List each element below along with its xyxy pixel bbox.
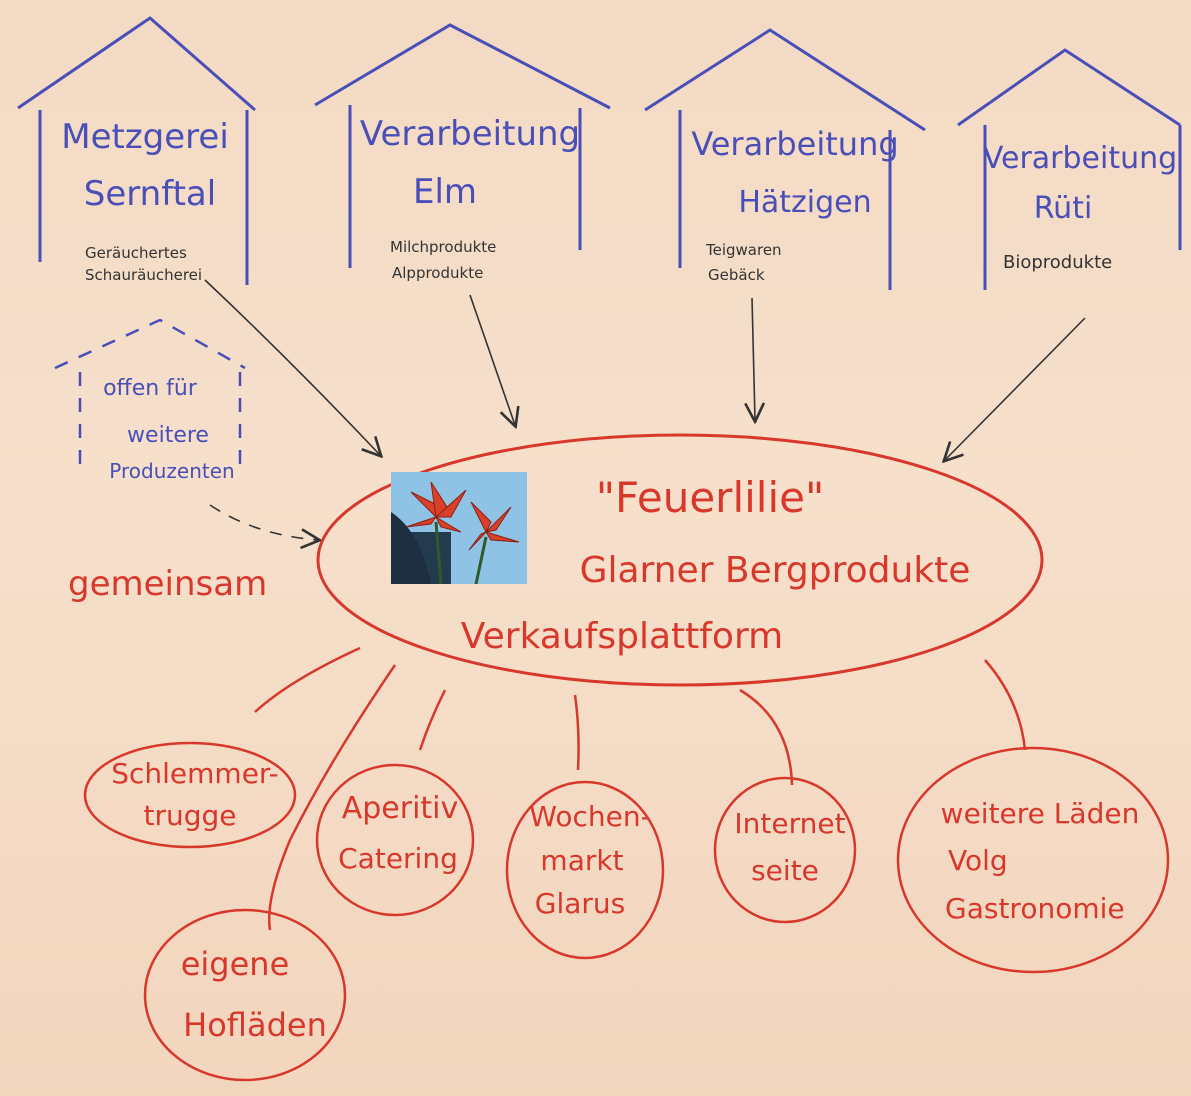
producer-title-1: Metzgerei xyxy=(61,117,229,157)
outlet-3-line1: Wochen- xyxy=(529,800,650,833)
outlet-6-line2: Hofläden xyxy=(183,1006,327,1044)
producer-house-metzgerei: Metzgerei Sernftal Geräuchertes Schauräu… xyxy=(17,16,256,285)
producer-note-3b: Gebäck xyxy=(708,266,765,284)
open-house-line2: weitere xyxy=(127,423,209,448)
producer-note-4a: Bioprodukte xyxy=(1003,252,1112,273)
outlet-5-line1: weitere Läden xyxy=(941,797,1140,830)
producer-note-1b: Schauräucherei xyxy=(85,266,202,284)
platform-name: "Feuerlilie" xyxy=(596,473,825,522)
producer-note-2b: Alpprodukte xyxy=(392,264,483,282)
producer-title-2: Verarbeitung xyxy=(360,114,580,154)
outlet-connectors xyxy=(254,646,1027,931)
outlet-5-line3: Gastronomie xyxy=(945,892,1125,925)
arrow-open-house xyxy=(209,504,318,540)
producer-house-haetzigen: Verarbeitung Hätzigen Teigwaren Gebäck xyxy=(644,28,926,290)
open-producer-house: offen für weitere Produzenten xyxy=(54,318,246,483)
producer-house-elm: Verarbeitung Elm Milchprodukte Alpproduk… xyxy=(314,23,611,282)
outlet-1-line1: Schlemmer- xyxy=(111,757,279,790)
outlet-1-line2: trugge xyxy=(143,799,236,832)
platform-ellipse: "Feuerlilie" Glarner Bergprodukte Verkau… xyxy=(316,433,1044,687)
outlet-aperitiv-catering: Aperitiv Catering xyxy=(315,763,475,917)
arrow-rueti xyxy=(945,317,1086,460)
producer-name-1: Sernftal xyxy=(84,174,216,214)
producer-note-2a: Milchprodukte xyxy=(390,238,496,256)
outlet-eigene-hoflaeden: eigene Hofläden xyxy=(143,908,347,1082)
producer-name-4: Rüti xyxy=(1034,191,1093,226)
arrow-metzgerei xyxy=(204,279,380,455)
arrow-haetzigen xyxy=(752,297,755,420)
outlet-5-line2: Volg xyxy=(948,844,1008,877)
outlet-wochenmarkt: Wochen- markt Glarus xyxy=(505,780,665,960)
supply-arrows xyxy=(204,279,1086,540)
platform-subtitle: Glarner Bergprodukte xyxy=(580,550,971,591)
outlet-6-line1: eigene xyxy=(181,945,290,983)
platform-role: Verkaufsplattform xyxy=(461,616,783,657)
outlet-2-line1: Aperitiv xyxy=(342,791,459,826)
producer-note-1a: Geräuchertes xyxy=(85,244,187,262)
open-house-line3: Produzenten xyxy=(109,459,234,483)
feuerlilie-photo xyxy=(391,472,527,584)
producer-title-3: Verarbeitung xyxy=(691,125,898,163)
outlet-4-line2: seite xyxy=(751,854,819,887)
outlet-schlemmertrugge: Schlemmer- trugge xyxy=(83,741,297,849)
producer-house-rueti: Verarbeitung Rüti Bioprodukte xyxy=(957,48,1182,290)
gemeinsam-label: gemeinsam xyxy=(68,564,267,604)
outlet-internetseite: Internet seite xyxy=(713,776,857,924)
producer-title-4: Verarbeitung xyxy=(983,141,1177,176)
outlet-weitere-laeden: weitere Läden Volg Gastronomie xyxy=(896,746,1170,974)
outlet-2-line2: Catering xyxy=(338,842,458,875)
producer-name-2: Elm xyxy=(413,172,477,212)
producer-note-3a: Teigwaren xyxy=(705,241,782,259)
outlet-4-line1: Internet xyxy=(734,807,845,840)
outlet-3-line2: markt xyxy=(540,844,623,877)
outlet-3-line3: Glarus xyxy=(535,887,625,920)
producer-name-3: Hätzigen xyxy=(738,185,871,220)
arrow-elm xyxy=(469,294,515,425)
open-house-line1: offen für xyxy=(103,376,198,401)
